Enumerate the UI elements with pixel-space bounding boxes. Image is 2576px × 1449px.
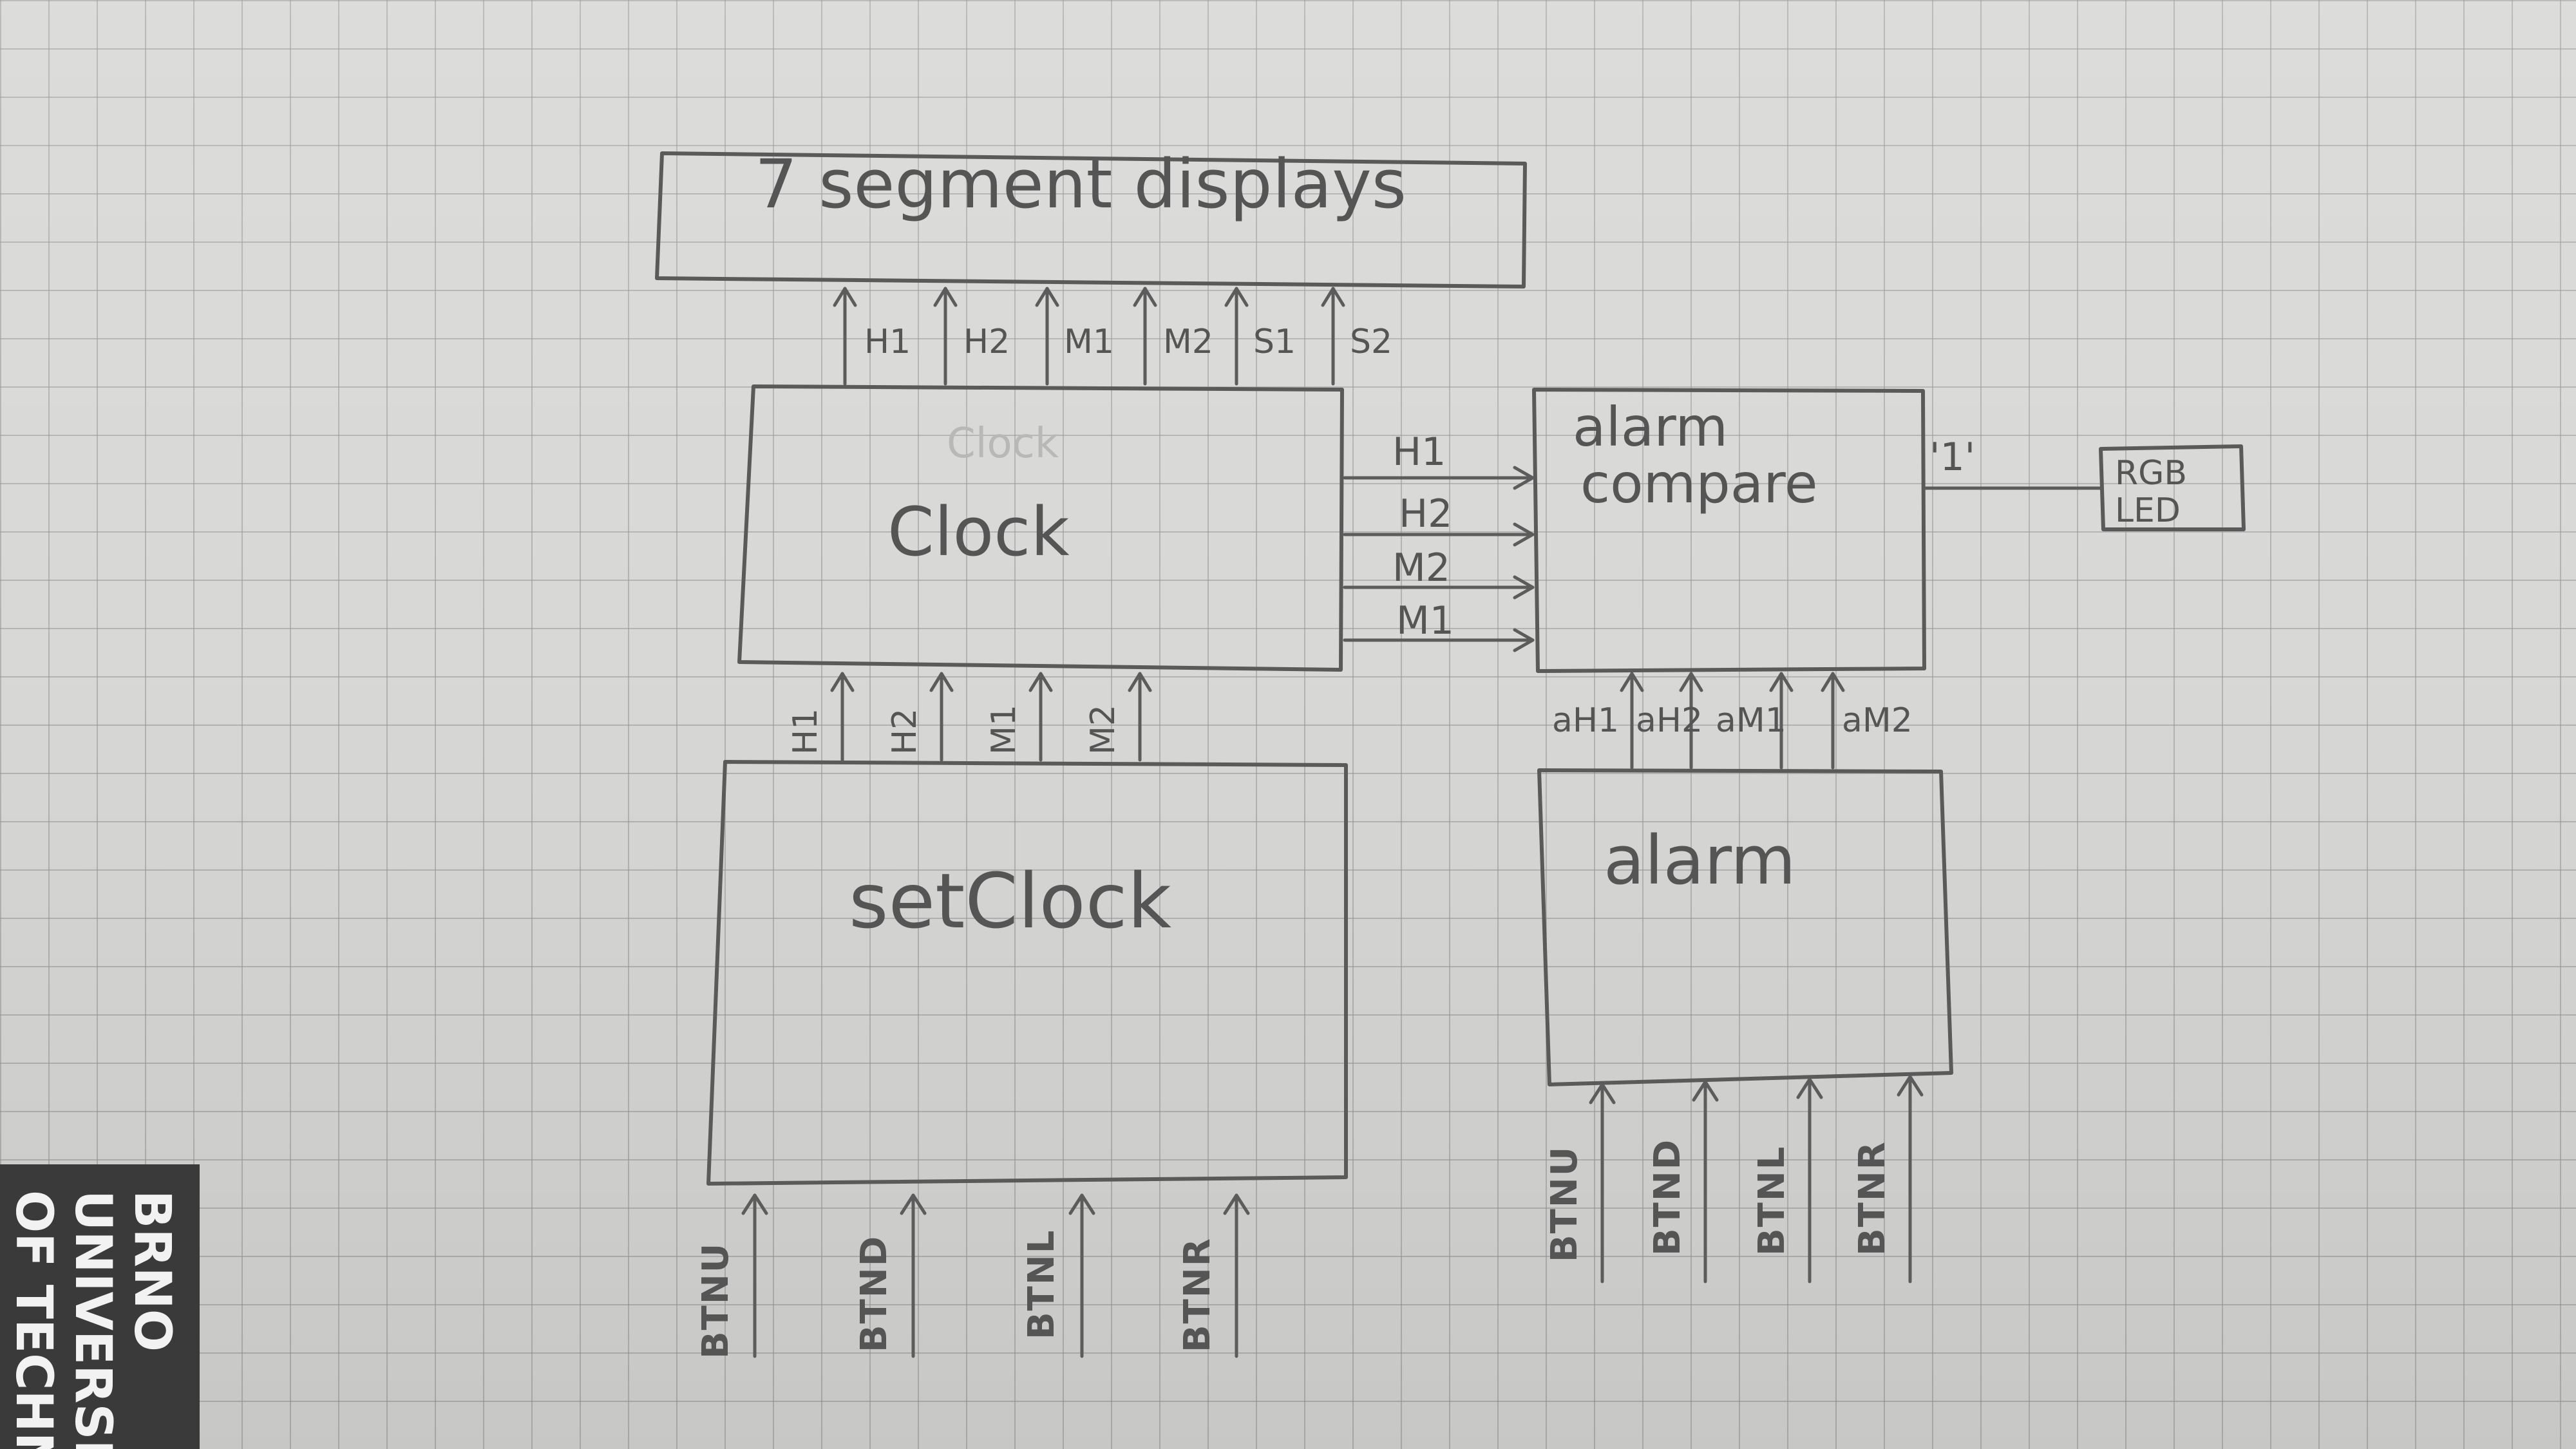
setclock-signal-h2: H2 [886, 708, 924, 755]
alarm-signal-ah1: aH1 [1552, 701, 1619, 740]
compare-signal-m1: M1 [1396, 598, 1454, 643]
clock-label: Clock [887, 493, 1070, 571]
setclock-button-arrows [741, 1193, 1250, 1358]
display-signal-h2: H2 [963, 323, 1010, 361]
alarm-label: alarm [1604, 821, 1796, 900]
rgb-led-label-line1: RGB [2115, 454, 2187, 493]
display-signal-m2: M2 [1163, 323, 1213, 361]
led-signal-value: '1' [1929, 435, 1975, 480]
clock-block [737, 384, 1344, 672]
university-logo: BRNO UNIVERSIT OF TECHN [0, 1164, 200, 1449]
clock-to-display-arrows [833, 287, 1345, 386]
setclock-button-btnr: BTNR [1177, 1237, 1218, 1352]
display-signal-m1: M1 [1064, 323, 1114, 361]
alarm-signal-am2: aM2 [1842, 701, 1913, 740]
clock-to-compare-arrows [1343, 466, 1535, 652]
rgb-led-label-line2: LED [2115, 491, 2181, 530]
display-signal-s2: S2 [1350, 323, 1392, 361]
alarm-compare-block [1532, 388, 1926, 673]
clock-erased-label: Clock [947, 420, 1059, 468]
displays-label: 7 segment displays [755, 145, 1406, 223]
alarm-button-btnu: BTNU [1544, 1146, 1586, 1262]
setclock-signal-m1: M1 [985, 705, 1023, 755]
setclock-button-btnd: BTND [853, 1235, 895, 1352]
alarm-compare-label-line1: alarm [1573, 395, 1728, 459]
set-clock-block [706, 760, 1348, 1186]
set-clock-label: setClock [849, 857, 1171, 945]
alarm-signal-am1: aM1 [1716, 701, 1786, 740]
alarm-button-btnr: BTNR [1852, 1141, 1893, 1256]
display-signal-s1: S1 [1253, 323, 1296, 361]
logo-line-2: UNIVERSIT [64, 1190, 122, 1449]
alarm-block [1537, 768, 1953, 1086]
alarm-button-btnd: BTND [1647, 1139, 1689, 1256]
logo-line-3: OF TECHN [5, 1190, 62, 1449]
setclock-button-btnu: BTNU [695, 1242, 737, 1359]
setclock-signal-m2: M2 [1084, 705, 1122, 755]
university-logo-text: BRNO UNIVERSIT OF TECHN [0, 1164, 200, 1449]
compare-signal-h2: H2 [1399, 491, 1452, 536]
alarm-button-btnl: BTNL [1751, 1146, 1793, 1256]
display-signal-h1: H1 [864, 323, 911, 361]
setclock-signal-h1: H1 [786, 708, 825, 755]
rgb-led-block [2099, 444, 2246, 531]
compare-signal-h1: H1 [1392, 430, 1446, 475]
compare-signal-m2: M2 [1392, 545, 1450, 591]
logo-line-1: BRNO [123, 1190, 181, 1352]
alarm-compare-label-line2: compare [1580, 452, 1818, 515]
setclock-button-btnl: BTNL [1021, 1229, 1063, 1340]
setclock-to-clock-arrows [830, 672, 1152, 762]
displays-block [655, 151, 1527, 289]
alarm-signal-ah2: aH2 [1636, 701, 1703, 740]
alarm-button-arrows [1589, 1075, 1924, 1283]
alarm-to-compare-arrows [1620, 672, 1845, 770]
